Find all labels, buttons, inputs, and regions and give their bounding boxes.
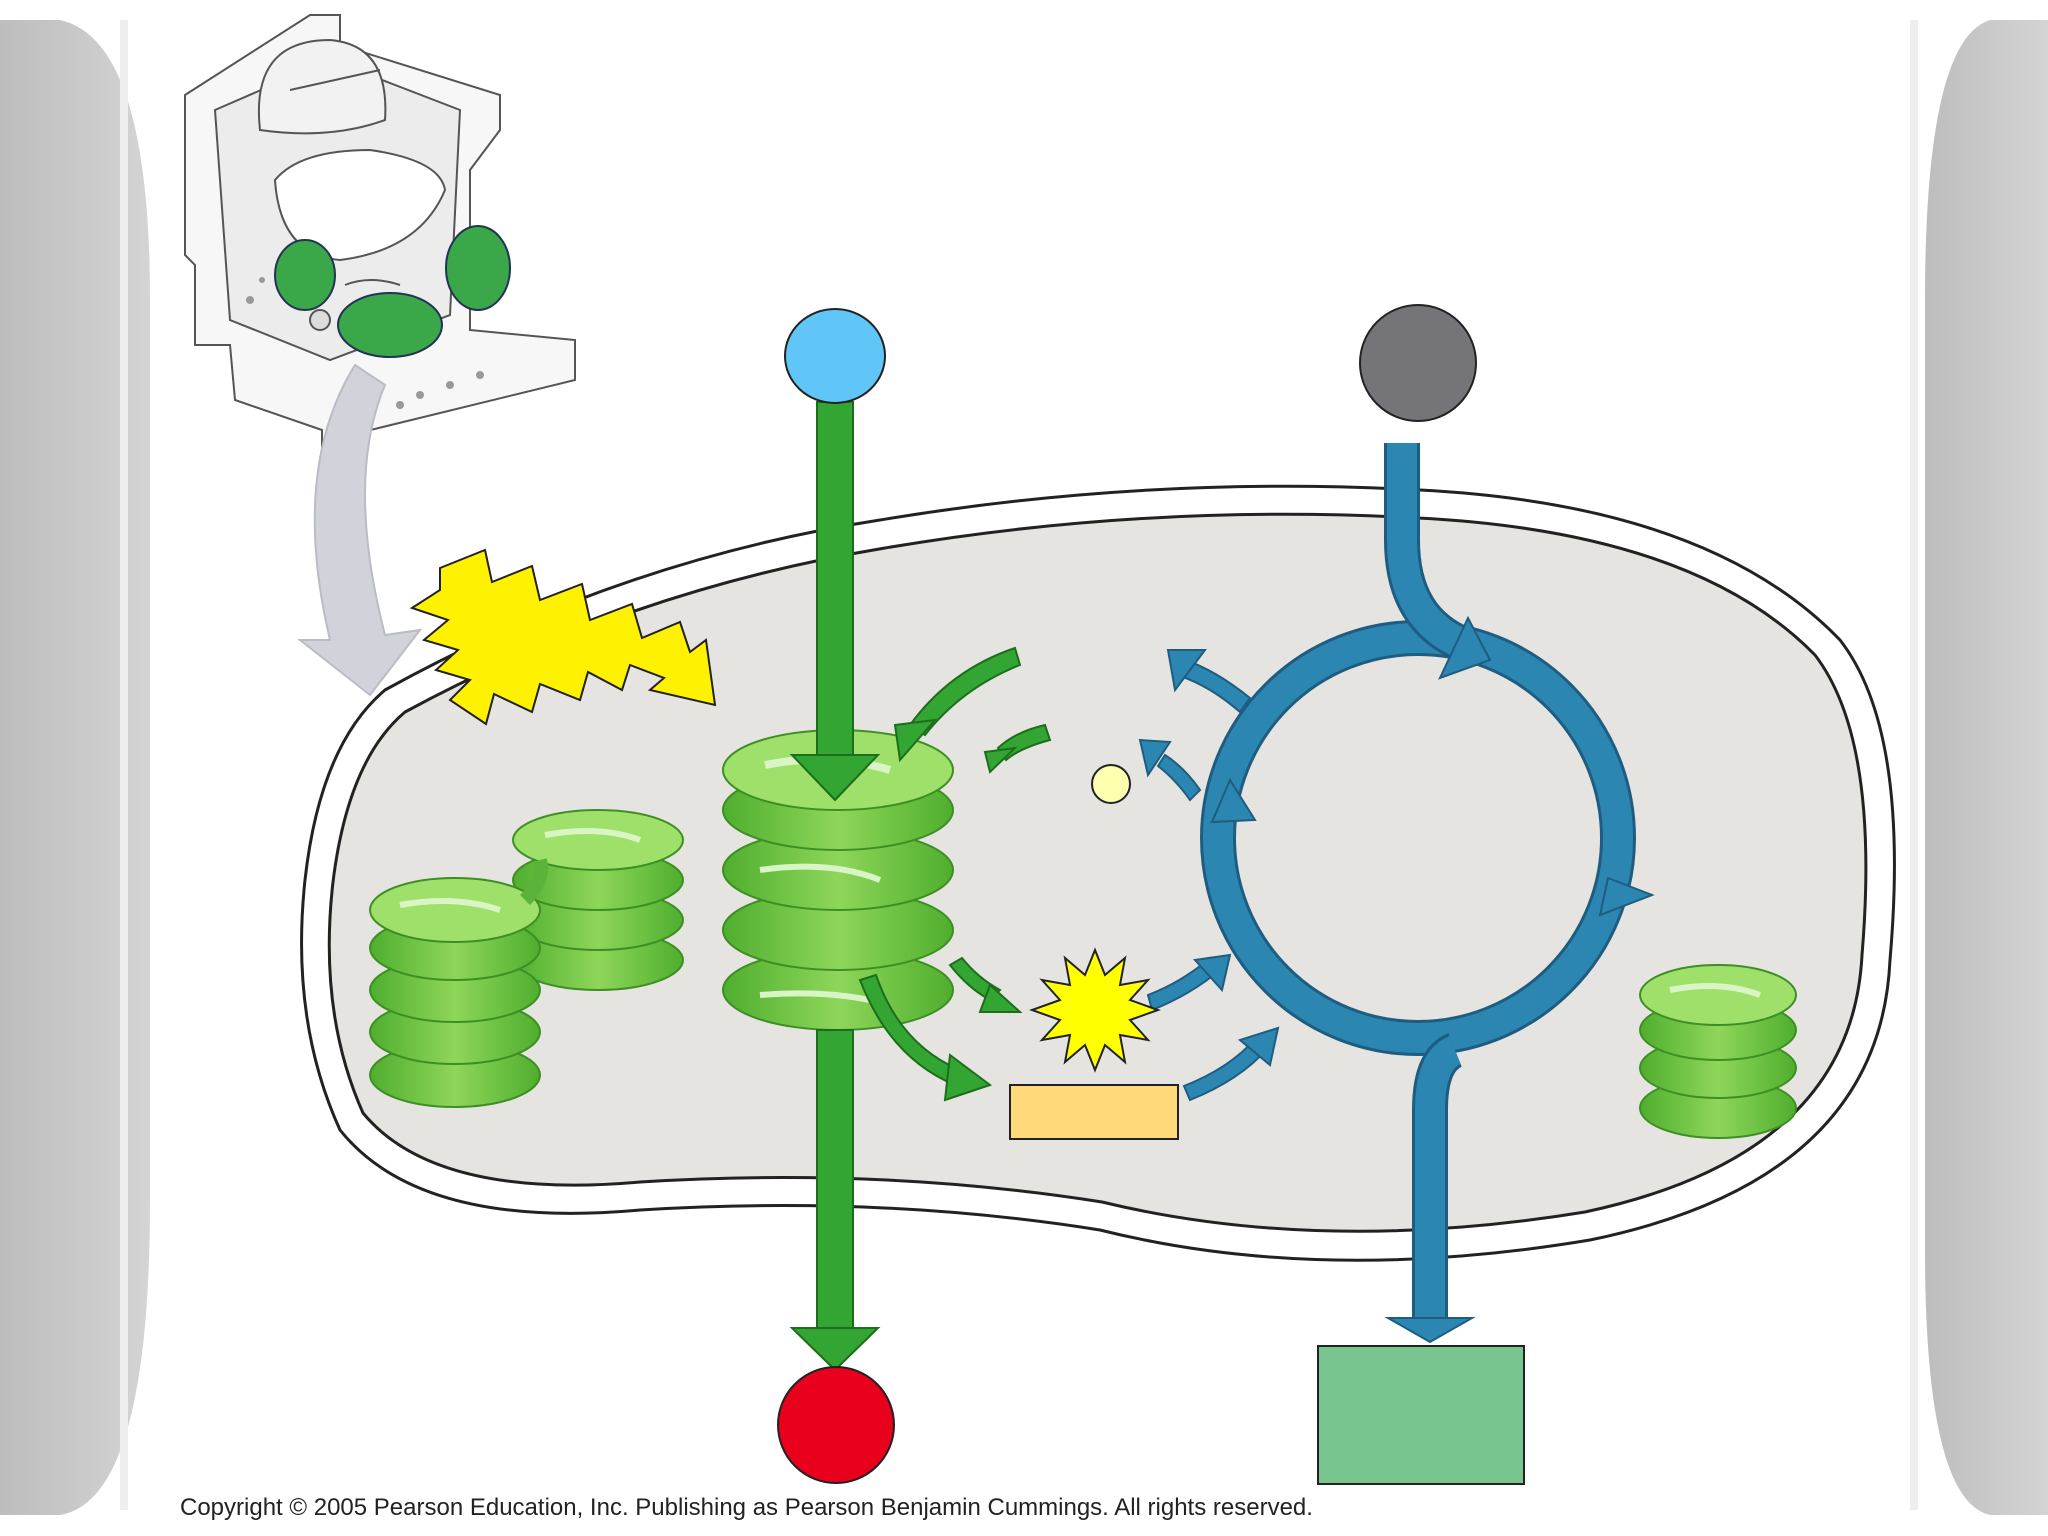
small-circle [1091, 764, 1131, 804]
atp-burst-icon [1029, 947, 1161, 1073]
light-ray-icon [409, 548, 717, 726]
sugar-output [1317, 1345, 1525, 1485]
left-side-panel [0, 20, 150, 1515]
nadph-box [1009, 1084, 1179, 1140]
granum-stack-back-left [512, 809, 684, 991]
granum-stack-front-left [369, 858, 548, 1108]
right-side-panel [1925, 20, 2048, 1515]
zoom-arrow [297, 363, 423, 697]
oxygen-output [777, 1366, 895, 1484]
plant-cell-icon [184, 14, 576, 501]
light-reactions-arrows [789, 401, 1052, 1372]
left-panel-stripe [120, 20, 128, 1510]
co2-input [1359, 304, 1477, 422]
calvin-cycle [1138, 443, 1655, 1344]
right-panel-stripe [1910, 20, 1918, 1510]
copyright-notice: Copyright © 2005 Pearson Education, Inc.… [180, 1494, 1313, 1521]
granum-stack-right [1639, 964, 1797, 1139]
water-input [784, 308, 886, 404]
